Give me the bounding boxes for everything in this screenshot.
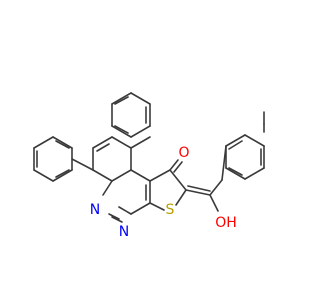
left-phenyl-ring <box>33 136 73 182</box>
molecule-structure: O S N N OH <box>33 92 265 240</box>
thiophene-sulfur-label: S <box>166 202 175 218</box>
pyridazine-ring <box>71 136 151 223</box>
ketone-oxygen-label: O <box>178 145 189 161</box>
hydroxyl-label: OH <box>215 215 237 231</box>
top-phenyl-ring <box>111 92 151 138</box>
pyridazine-nitrogen-upper-label: N <box>90 202 100 218</box>
pyridazine-nitrogen-lower-label: N <box>119 224 129 240</box>
tolyl-ring <box>221 111 265 181</box>
thiophene-ring <box>149 159 187 211</box>
exocyclic-alkene <box>185 179 223 212</box>
